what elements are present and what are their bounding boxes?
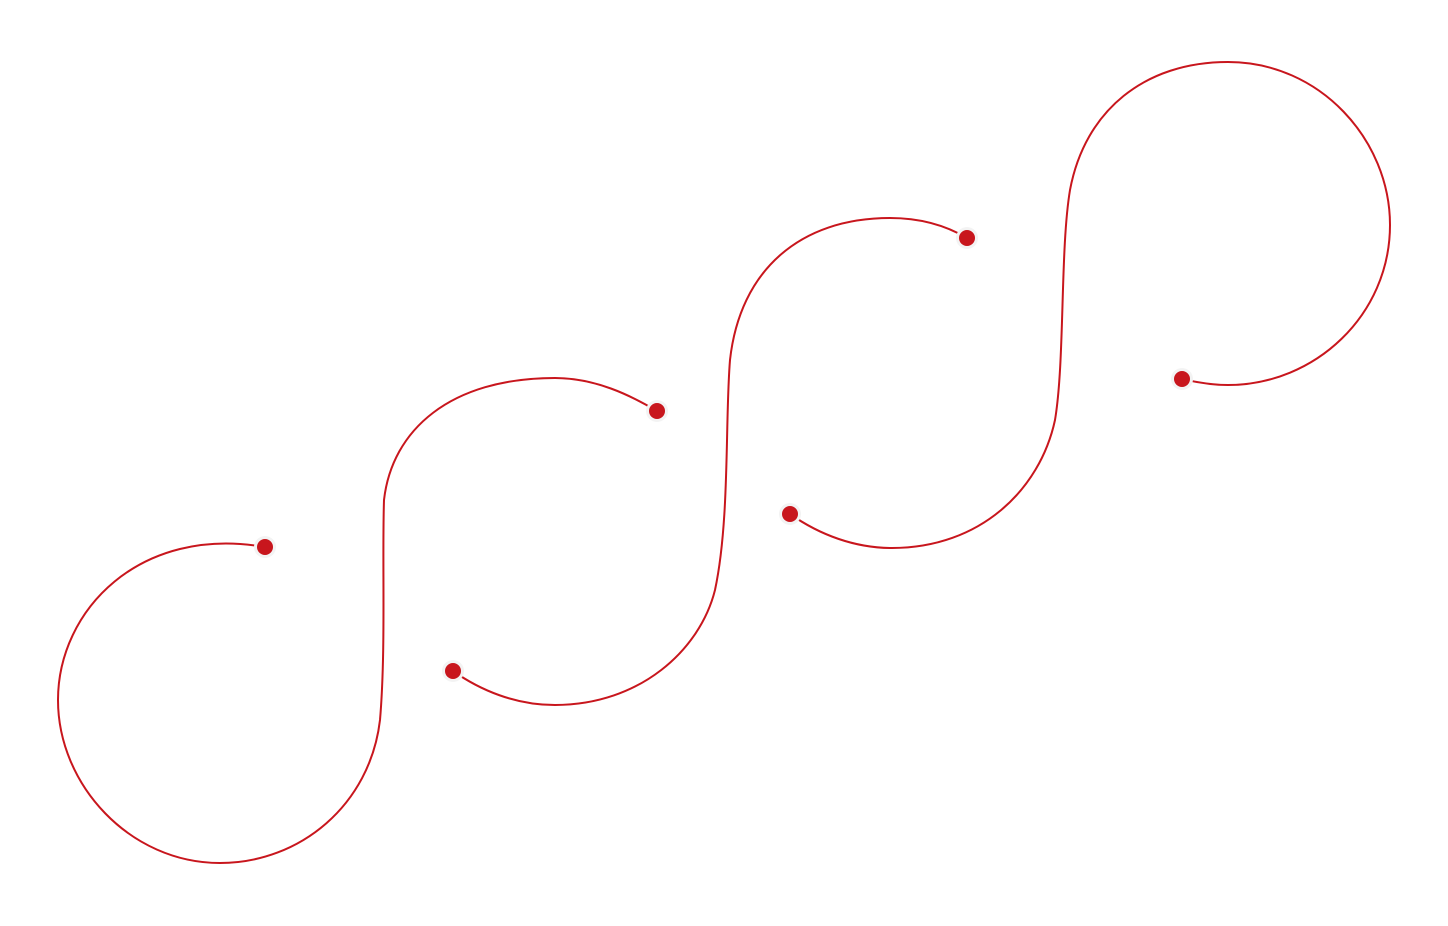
curve-segment-1	[57, 377, 668, 864]
node-point-1	[257, 539, 273, 555]
curve-path-1	[57, 377, 658, 864]
node-point-6	[1174, 371, 1190, 387]
node-point-2	[649, 403, 665, 419]
node-point-5	[782, 506, 798, 522]
curve-segment-3	[779, 61, 1391, 549]
node-point-4	[959, 230, 975, 246]
curve-path-3	[789, 61, 1391, 549]
node-point-3	[445, 663, 461, 679]
curve-segment-2	[442, 217, 978, 706]
curve-path-2	[452, 217, 968, 706]
